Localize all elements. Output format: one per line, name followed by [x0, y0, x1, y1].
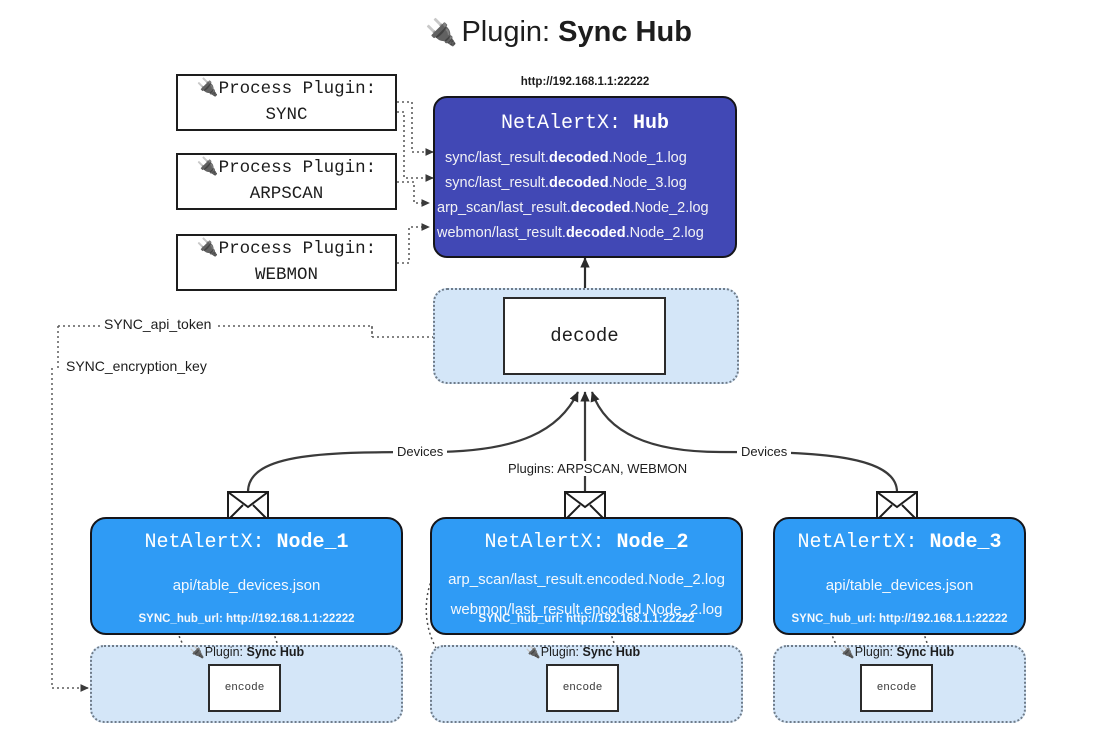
sync-encryption-key-label: SYNC_encryption_key [62, 358, 211, 374]
encode-label: encode [224, 682, 265, 694]
plug-icon: 🔌 [525, 645, 541, 659]
plug-icon: 🔌 [425, 17, 458, 47]
node-1-title: NetAlertX: Node_1 [144, 531, 349, 554]
node-1-lines: api/table_devices.json [92, 571, 401, 601]
sync-api-token-label: SYNC_api_token [100, 316, 216, 332]
node-1-line: api/table_devices.json [172, 577, 321, 594]
node-2-title: NetAlertX: Node_2 [484, 531, 689, 554]
plug-icon: 🔌 [839, 645, 855, 659]
encode-caption-node-2: 🔌Plugin: Sync Hub [525, 645, 641, 659]
process-plugin-sync[interactable]: 🔌Process Plugin: SYNC [176, 74, 397, 131]
hub-url-label: http://192.168.1.1:22222 [520, 76, 650, 88]
node-2-hub-url: SYNC_hub_url: http://192.168.1.1:22222 [478, 613, 695, 625]
plug-icon: 🔌 [189, 645, 205, 659]
process-plugin-webmon-line1: 🔌Process Plugin: [196, 239, 377, 260]
process-plugin-webmon[interactable]: 🔌Process Plugin: WEBMON [176, 234, 397, 291]
hub-title-name: Hub [633, 112, 670, 135]
process-plugin-arpscan-line2: ARPSCAN [249, 183, 324, 204]
process-plugin-webmon-line2: WEBMON [254, 264, 318, 285]
page-title-prefix: Plugin: [461, 16, 551, 48]
plug-icon: 🔌 [196, 239, 219, 260]
hub-log-line: sync/last_result.decoded.Node_3.log [445, 175, 687, 191]
node-1-hub-url: SYNC_hub_url: http://192.168.1.1:22222 [138, 613, 355, 625]
decode-label: decode [550, 325, 619, 347]
node-2-lines: arp_scan/last_result.encoded.Node_2.log … [432, 565, 741, 625]
node-1[interactable]: NetAlertX: Node_1 api/table_devices.json… [90, 517, 403, 635]
plug-icon: 🔌 [196, 158, 219, 179]
node-3-line: api/table_devices.json [825, 577, 974, 594]
hub-node[interactable]: NetAlertX: Hub sync/last_result.decoded.… [433, 96, 737, 258]
encode-caption-node-3: 🔌Plugin: Sync Hub [839, 645, 955, 659]
page-title: 🔌Plugin: Sync Hub [0, 16, 1117, 49]
encode-caption-node-1: 🔌Plugin: Sync Hub [189, 645, 305, 659]
encode-box-node-1[interactable]: encode [208, 664, 281, 712]
hub-log-line: webmon/last_result.decoded.Node_2.log [437, 225, 704, 241]
decode-box[interactable]: decode [503, 297, 666, 375]
process-plugin-sync-line1: 🔌Process Plugin: [196, 79, 377, 100]
encode-label: encode [876, 682, 917, 694]
node-2-line: arp_scan/last_result.encoded.Node_2.log [448, 571, 725, 588]
hub-log-line: sync/last_result.decoded.Node_1.log [445, 150, 687, 166]
hub-log-line: arp_scan/last_result.decoded.Node_2.log [437, 200, 709, 216]
process-plugin-arpscan-line1: 🔌Process Plugin: [196, 158, 377, 179]
process-plugin-arpscan[interactable]: 🔌Process Plugin: ARPSCAN [176, 153, 397, 210]
envelope-icon-node-3 [876, 491, 918, 521]
plug-icon: 🔌 [196, 79, 219, 100]
node-3-title: NetAlertX: Node_3 [797, 531, 1002, 554]
process-plugin-sync-line2: SYNC [265, 104, 308, 125]
edge-label-devices-left: Devices [393, 444, 448, 459]
edge-label-plugins-middle: Plugins: ARPSCAN, WEBMON [504, 461, 692, 476]
page-title-name: Sync Hub [558, 16, 692, 48]
node-3-lines: api/table_devices.json [775, 571, 1024, 601]
encode-box-node-2[interactable]: encode [546, 664, 619, 712]
node-2[interactable]: NetAlertX: Node_2 arp_scan/last_result.e… [430, 517, 743, 635]
node-3[interactable]: NetAlertX: Node_3 api/table_devices.json… [773, 517, 1026, 635]
node-3-hub-url: SYNC_hub_url: http://192.168.1.1:22222 [791, 613, 1008, 625]
encode-box-node-3[interactable]: encode [860, 664, 933, 712]
hub-log-lines: sync/last_result.decoded.Node_1.log sync… [435, 146, 735, 246]
node-2-line: webmon/last_result.encoded.Node_2.log [450, 601, 723, 618]
hub-title: NetAlertX: Hub [435, 112, 735, 135]
edge-label-devices-right: Devices [737, 444, 792, 459]
encode-label: encode [562, 682, 603, 694]
hub-title-prefix: NetAlertX: [500, 112, 621, 135]
